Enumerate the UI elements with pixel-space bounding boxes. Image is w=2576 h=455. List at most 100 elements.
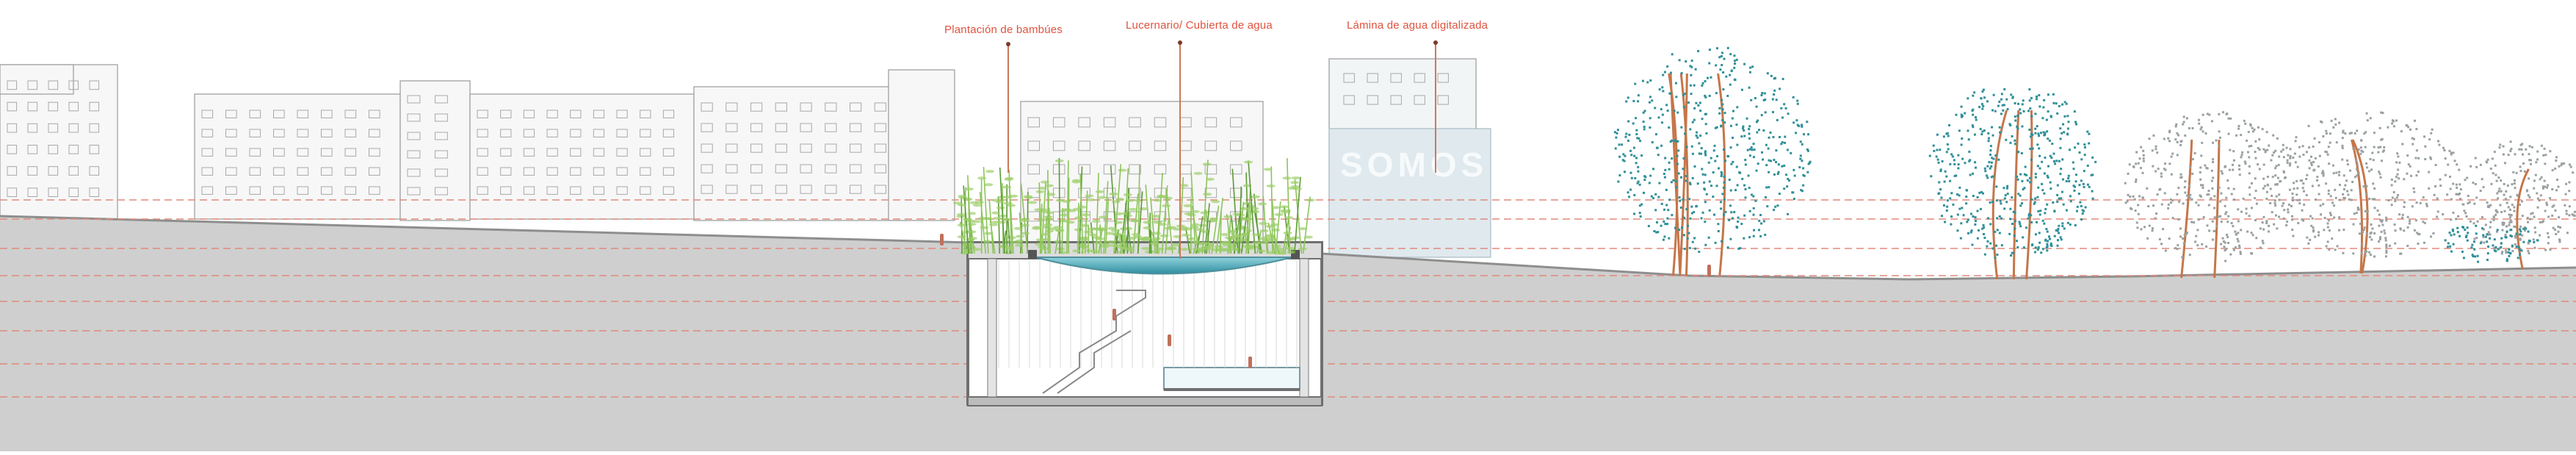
- foliage-dot: [1704, 113, 1707, 115]
- bamboo-leaf: [1195, 228, 1204, 231]
- foliage-dot: [2127, 173, 2130, 175]
- foliage-dot: [1742, 127, 1744, 129]
- foliage-dot: [2563, 162, 2565, 165]
- foliage-dot: [2238, 165, 2240, 167]
- foliage-dot: [2083, 170, 2085, 172]
- foliage-dot: [1765, 164, 1768, 166]
- foliage-dot: [2041, 183, 2043, 185]
- foliage-dot: [1664, 223, 1666, 225]
- foliage-dot: [2240, 211, 2243, 213]
- foliage-dot: [2129, 163, 2131, 165]
- bamboo-leaf: [1252, 233, 1261, 236]
- foliage-dot: [2038, 155, 2041, 157]
- foliage-dot: [2047, 93, 2049, 96]
- foliage-dot: [2505, 190, 2507, 193]
- foliage-dot: [2038, 147, 2040, 149]
- foliage-dot: [2470, 246, 2472, 248]
- foliage-dot: [1762, 158, 1764, 160]
- foliage-dot: [1972, 173, 1974, 175]
- foliage-dot: [2436, 197, 2439, 199]
- skylight-edge-left: [1028, 250, 1037, 259]
- foliage-dot: [2559, 226, 2561, 229]
- foliage-dot: [2278, 198, 2280, 201]
- foliage-dot: [1792, 96, 1795, 98]
- foliage-dot: [1781, 117, 1784, 119]
- foliage-dot: [1729, 204, 1732, 207]
- foliage-dot: [2034, 132, 2036, 135]
- foliage-dot: [2188, 184, 2190, 187]
- foliage-dot: [2140, 228, 2142, 230]
- bamboo-leaf: [1206, 178, 1215, 181]
- foliage-dot: [2134, 198, 2136, 201]
- foliage-dot: [1799, 158, 1801, 160]
- foliage-dot: [2480, 242, 2482, 244]
- foliage-dot: [2216, 225, 2218, 227]
- foliage-dot: [2338, 122, 2340, 124]
- bamboo-leaf: [1191, 223, 1200, 226]
- foliage-dot: [2002, 187, 2005, 189]
- foliage-dot: [1970, 213, 1972, 215]
- foliage-dot: [2539, 234, 2541, 237]
- foliage-dot: [1802, 184, 1804, 187]
- foliage-dot: [2298, 202, 2301, 204]
- foliage-dot: [2021, 125, 2023, 127]
- foliage-dot: [2002, 104, 2004, 107]
- foliage-dot: [2235, 135, 2237, 137]
- foliage-dot: [1767, 72, 1769, 74]
- foliage-dot: [1721, 240, 1723, 243]
- foliage-dot: [2184, 234, 2186, 236]
- foliage-dot: [2213, 230, 2215, 232]
- bamboo-leaf: [1005, 177, 1014, 180]
- foliage-dot: [2360, 146, 2362, 148]
- foliage-dot: [1679, 196, 1681, 198]
- foliage-dot: [2528, 159, 2530, 161]
- foliage-dot: [2534, 232, 2536, 234]
- bamboo-leaf: [1143, 226, 1151, 229]
- foliage-dot: [2312, 146, 2315, 148]
- foliage-dot: [2270, 160, 2272, 162]
- foliage-dot: [2257, 126, 2260, 129]
- foliage-dot: [2258, 138, 2260, 140]
- foliage-dot: [2232, 164, 2234, 166]
- foliage-dot: [2572, 171, 2574, 173]
- foliage-dot: [2369, 236, 2371, 238]
- foliage-dot: [2205, 246, 2207, 248]
- leader-water-dot: [1433, 40, 1438, 45]
- foliage-dot: [1680, 126, 1682, 129]
- foliage-dot: [2262, 240, 2264, 242]
- foliage-dot: [2417, 171, 2420, 173]
- foliage-dot: [2181, 176, 2183, 179]
- foliage-dot: [2334, 248, 2337, 251]
- foliage-dot: [2022, 99, 2025, 101]
- foliage-dot: [1687, 237, 1689, 240]
- foliage-dot: [1691, 146, 1693, 148]
- bamboo-leaf: [1115, 212, 1124, 215]
- bamboo-leaf: [1286, 247, 1295, 250]
- foliage-dot: [1720, 201, 1722, 203]
- foliage-dot: [1765, 196, 1767, 198]
- foliage-dot: [2482, 234, 2484, 236]
- foliage-dot: [2291, 193, 2293, 195]
- foliage-dot: [2237, 128, 2240, 130]
- foliage-dot: [2485, 236, 2487, 238]
- bamboo-leaf: [1244, 160, 1253, 163]
- foliage-dot: [1764, 93, 1766, 95]
- foliage-dot: [2475, 237, 2478, 239]
- bamboo-leaf: [993, 217, 1002, 220]
- foliage-dot: [2379, 173, 2381, 175]
- foliage-dot: [1967, 129, 1969, 132]
- foliage-dot: [2028, 129, 2030, 131]
- bamboo-leaf: [1223, 215, 1232, 218]
- foliage-dot: [1721, 51, 1723, 54]
- foliage-dot: [2218, 113, 2220, 115]
- foliage-dot: [2463, 257, 2465, 259]
- foliage-dot: [2288, 204, 2290, 206]
- foliage-dot: [2324, 217, 2326, 219]
- foliage-dot: [1798, 125, 1800, 127]
- foliage-dot: [1989, 168, 1991, 170]
- foliage-dot: [1778, 163, 1780, 165]
- foliage-dot: [1683, 234, 1685, 236]
- foliage-dot: [2006, 187, 2008, 190]
- foliage-dot: [2130, 207, 2132, 209]
- foliage-dot: [2455, 218, 2457, 220]
